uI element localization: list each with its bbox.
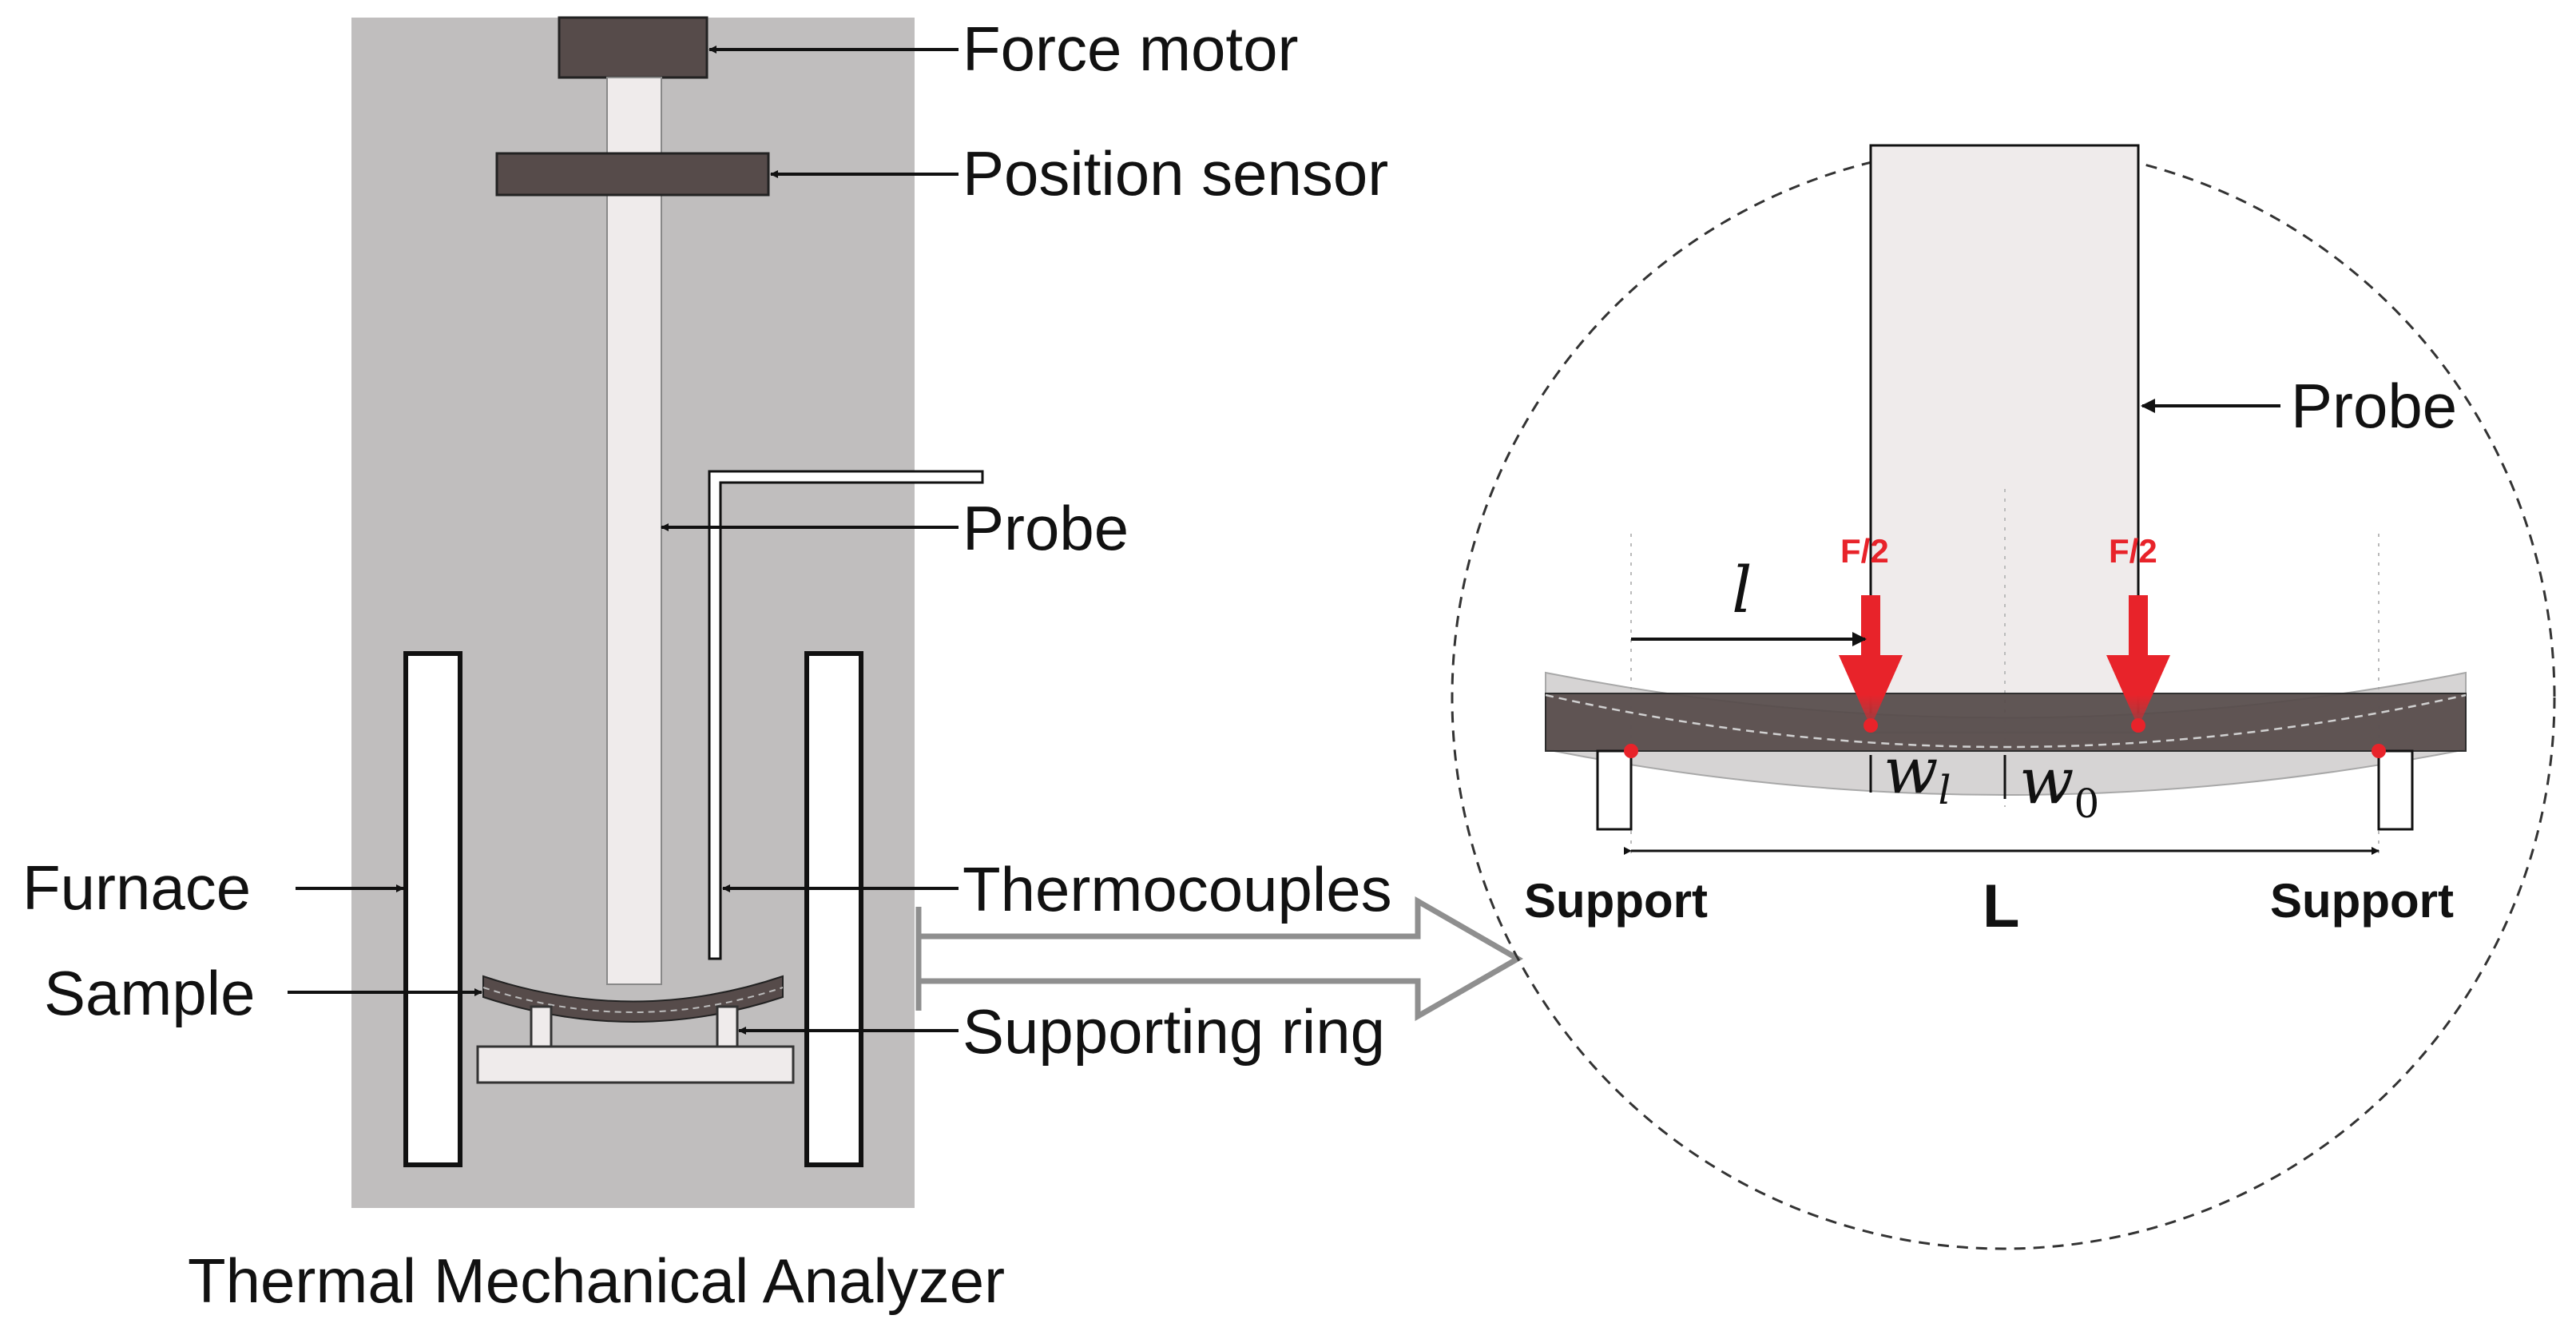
force-motor-block	[558, 16, 708, 79]
detail-probe-label: Probe	[2291, 371, 2457, 441]
support-post-right	[2377, 749, 2414, 831]
furnace-wall-left	[403, 651, 462, 1167]
furnace-wall-right	[804, 651, 863, 1167]
contact-point-left-support	[1624, 744, 1638, 758]
force-label-right: F/2	[2109, 532, 2157, 570]
probe-rod	[606, 77, 662, 985]
force-arrow-right-shaft	[2129, 595, 2148, 663]
dim-l-symbol: l	[1732, 553, 1752, 627]
force-arrow-right-head	[2106, 655, 2170, 727]
detail-group: F/2 F/2 Probe l L wl w0 Support Support	[1451, 144, 2556, 1250]
straight-beam	[1545, 693, 2467, 752]
label-position-sensor: Position sensor	[963, 138, 1388, 209]
deflection-wl-label: wl	[1883, 733, 1951, 813]
support-post-left	[1596, 749, 1633, 831]
analyzer-group: Force motor Position sensor Probe Thermo…	[22, 14, 1392, 1316]
supporting-ring-post-right	[716, 1005, 739, 1048]
support-label-right: Support	[2270, 874, 2454, 928]
position-sensor-block	[495, 152, 770, 197]
thermocouple-tube	[708, 470, 984, 960]
force-arrow-left-shaft	[1861, 595, 1880, 663]
force-label-left: F/2	[1840, 532, 1889, 570]
supporting-ring-post-left	[530, 1005, 553, 1048]
sample-dash	[482, 987, 784, 1013]
label-force-motor: Force motor	[963, 14, 1298, 84]
support-label-left: Support	[1524, 874, 1708, 928]
label-supporting-ring: Supporting ring	[963, 996, 1385, 1067]
dim-L-label: L	[1983, 872, 2019, 940]
neutral-curve	[1545, 693, 2467, 749]
analyzer-title: Thermal Mechanical Analyzer	[188, 1246, 1005, 1316]
label-sample: Sample	[44, 958, 255, 1028]
deflection-w0-label: w0	[2019, 744, 2099, 827]
label-furnace: Furnace	[22, 852, 251, 923]
sample-plate	[482, 975, 784, 1023]
contact-point-right-support	[2372, 744, 2386, 758]
label-probe: Probe	[963, 493, 1129, 563]
label-thermocouples: Thermocouples	[963, 854, 1392, 924]
supporting-ring-base	[476, 1045, 795, 1084]
force-arrow-left-head	[1839, 655, 1903, 727]
